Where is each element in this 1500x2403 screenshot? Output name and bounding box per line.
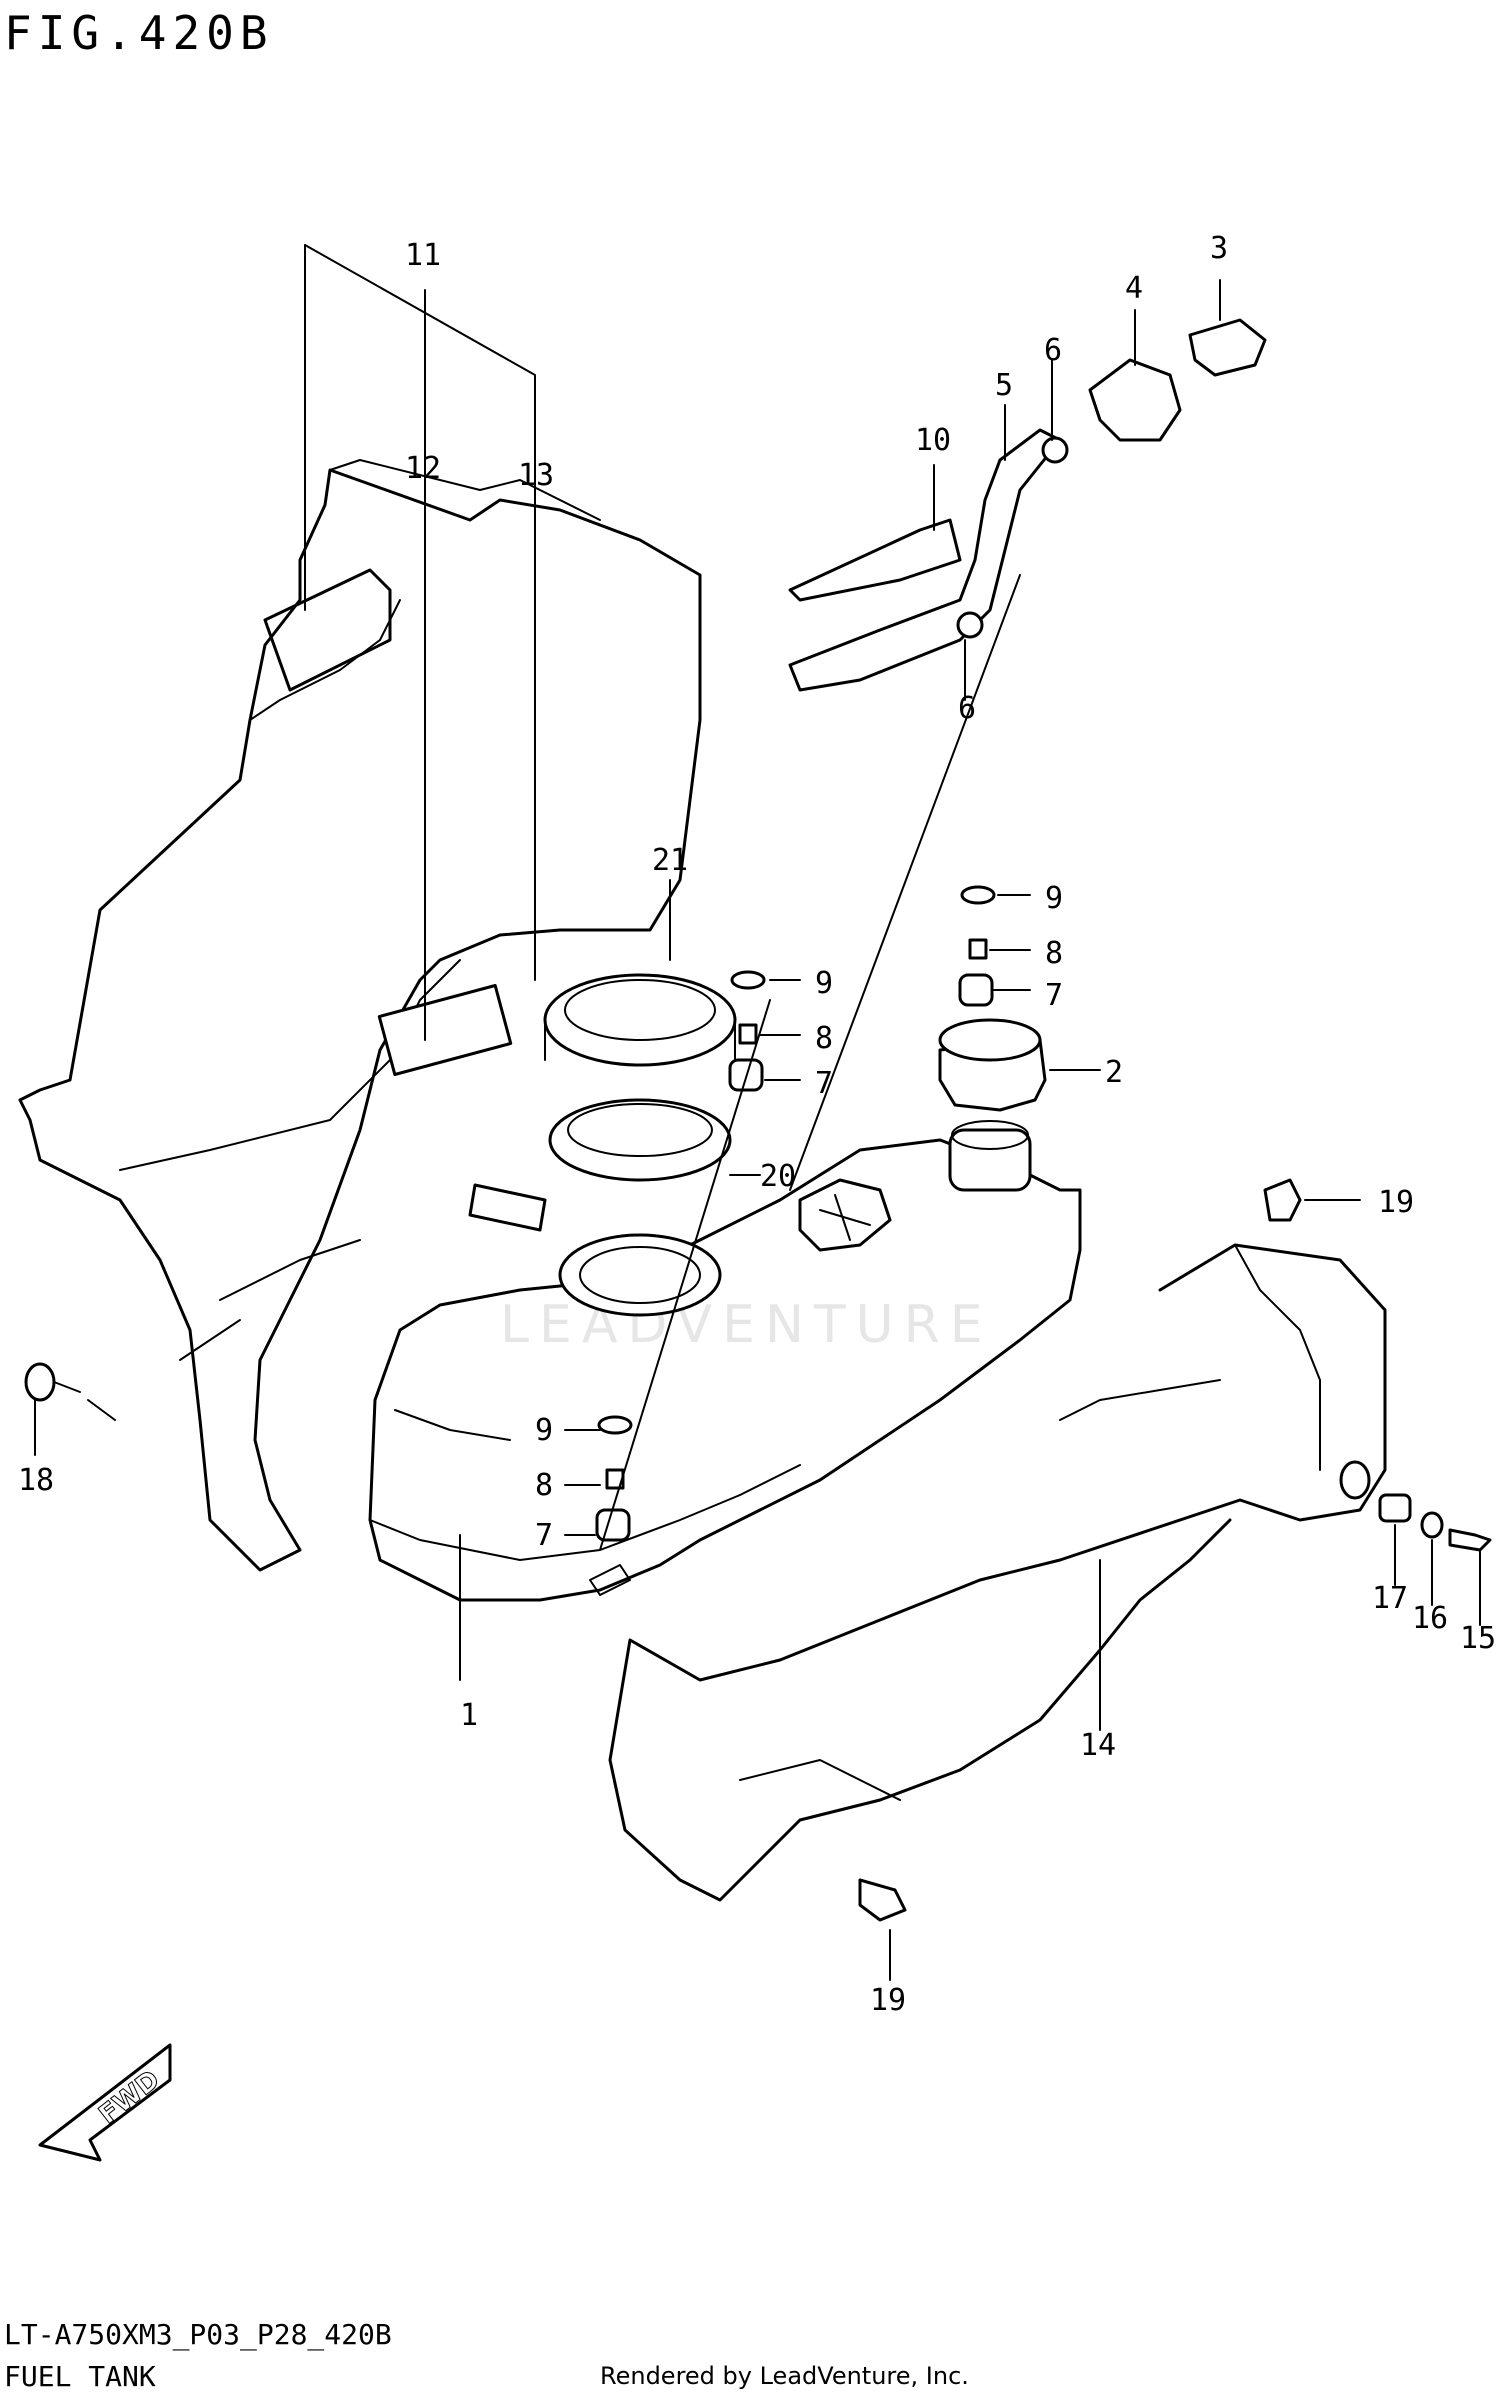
callout-21: 21	[652, 843, 688, 878]
callout-20: 20	[760, 1159, 796, 1194]
callout-7b: 7	[815, 1066, 833, 1101]
callout-5: 5	[995, 368, 1013, 403]
part-fuel-tank	[368, 1120, 1082, 1602]
callout-7c: 7	[535, 1518, 553, 1553]
part-clip-19-lower	[858, 1878, 907, 1922]
callout-6a: 6	[1044, 333, 1062, 368]
part-hardware-stack-upper	[958, 885, 996, 1007]
callout-11: 11	[405, 238, 441, 273]
callout-17: 17	[1372, 1581, 1408, 1616]
callout-1: 1	[460, 1698, 478, 1733]
part-lock-ring	[543, 973, 737, 1067]
callout-13: 13	[518, 458, 554, 493]
part-collar-washer-bolt	[1378, 1493, 1492, 1552]
callout-8a: 8	[1045, 936, 1063, 971]
fwd-arrow-icon	[38, 2043, 172, 2162]
figure-title: FIG.420B	[4, 6, 274, 60]
callout-9b: 9	[815, 966, 833, 1001]
callout-8b: 8	[815, 1021, 833, 1056]
section-name: FUEL TANK	[4, 2360, 156, 2393]
part-tray-shield	[18, 459, 702, 1572]
callout-12: 12	[405, 451, 441, 486]
callout-4: 4	[1125, 271, 1143, 306]
leader-lines	[34, 244, 1481, 1981]
part-gasket	[548, 1098, 732, 1182]
part-breather-assembly	[788, 318, 1267, 692]
callout-8c: 8	[535, 1468, 553, 1503]
watermark: LEADVENTURE	[500, 1295, 993, 1355]
callout-19b: 19	[870, 1983, 906, 2018]
callout-15: 15	[1460, 1621, 1496, 1656]
callout-3: 3	[1210, 231, 1228, 266]
callout-18: 18	[18, 1463, 54, 1498]
part-fuel-cap	[938, 1018, 1047, 1112]
credit-text: Rendered by LeadVenture, Inc.	[600, 2362, 969, 2390]
part-clip-19-upper	[1263, 1178, 1302, 1222]
callout-2: 2	[1105, 1055, 1123, 1090]
callout-14: 14	[1080, 1728, 1116, 1763]
callout-7a: 7	[1045, 978, 1063, 1013]
part-bolt-18	[24, 1362, 81, 1402]
part-hardware-stack-lower	[595, 1415, 633, 1542]
callout-10: 10	[915, 423, 951, 458]
callout-9a: 9	[1045, 881, 1063, 916]
callout-19a: 19	[1378, 1185, 1414, 1220]
callout-16: 16	[1412, 1601, 1448, 1636]
model-code: LT-A750XM3_P03_P28_420B	[4, 2318, 392, 2351]
callout-6b: 6	[958, 691, 976, 726]
callout-9c: 9	[535, 1413, 553, 1448]
part-side-cover	[608, 1243, 1387, 1902]
